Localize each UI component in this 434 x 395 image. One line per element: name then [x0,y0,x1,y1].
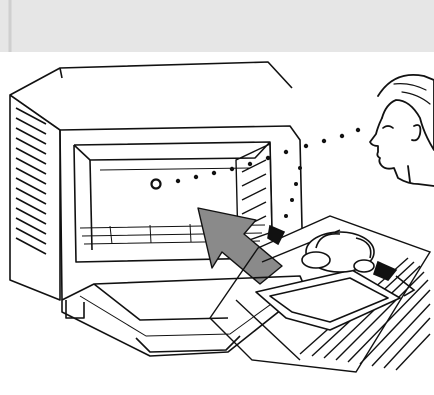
person-hair [378,75,434,150]
baking-pan [256,270,400,330]
person-eye [383,126,393,128]
insert-direction-arrow [198,208,282,284]
light-indicator [152,180,161,189]
person-face [370,118,434,186]
side-vents [16,108,46,254]
roast-chicken [302,232,374,272]
door-handle [136,336,240,352]
oven-top-surface [10,62,292,95]
person-observer [370,75,434,186]
oven-door [62,276,306,356]
header-band [0,0,434,52]
